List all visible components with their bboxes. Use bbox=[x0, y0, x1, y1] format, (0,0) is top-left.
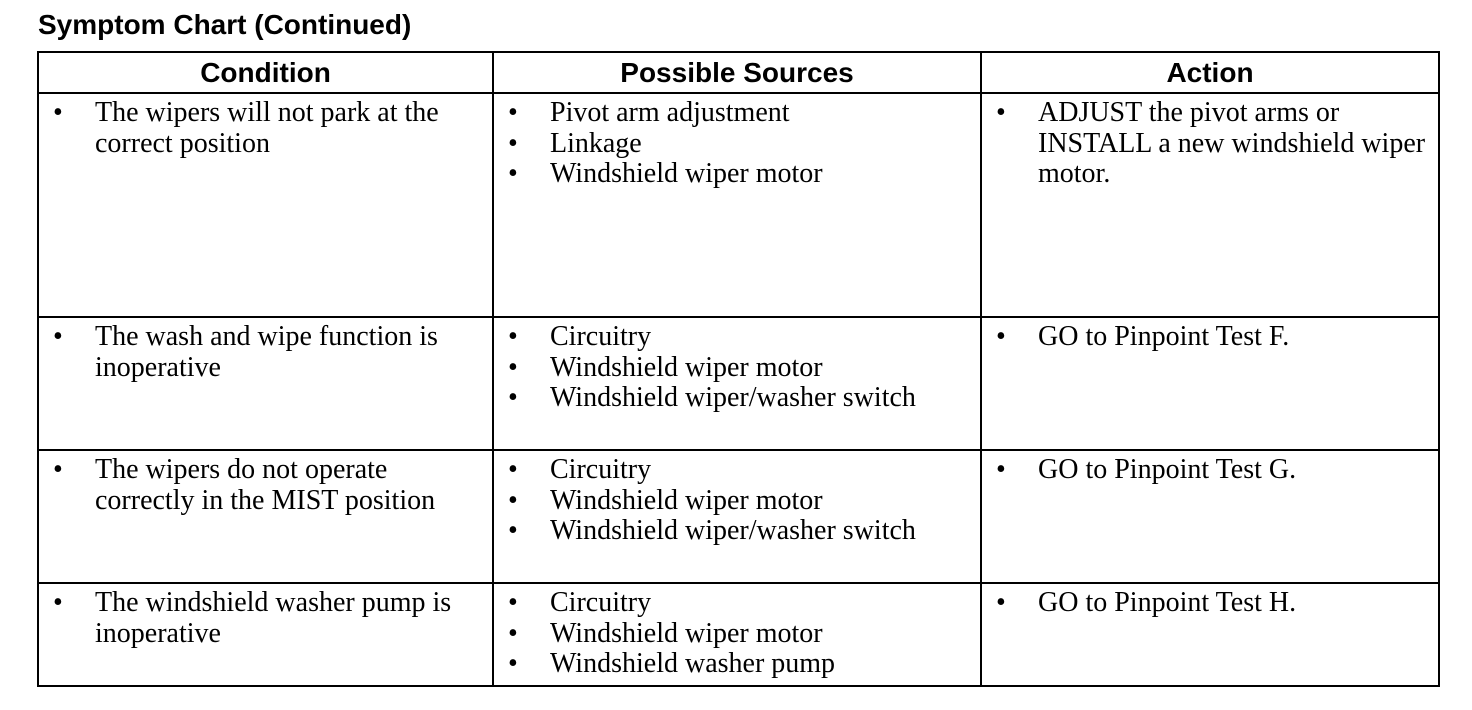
page-title: Symptom Chart (Continued) bbox=[38, 9, 412, 40]
action-cell: • GO to Pinpoint Test F. bbox=[980, 316, 1440, 451]
header-possible-sources: Possible Sources bbox=[492, 51, 982, 94]
list-item: • Windshield wiper motor bbox=[494, 617, 980, 650]
source-text: Windshield wiper motor bbox=[550, 484, 823, 516]
bullet: • bbox=[508, 382, 518, 413]
bullet: • bbox=[996, 97, 1006, 128]
bullet: • bbox=[508, 587, 518, 618]
bullet: • bbox=[508, 351, 518, 383]
bullet: • bbox=[508, 648, 518, 679]
source-text: Windshield wiper/washer switch bbox=[550, 382, 916, 413]
condition-text: The wash and wipe function is inoperativ… bbox=[95, 321, 438, 383]
action-text: GO to Pinpoint Test H. bbox=[1038, 587, 1297, 618]
condition-cell: • The wipers will not park at the correct… bbox=[37, 92, 494, 318]
bullet: • bbox=[508, 515, 518, 546]
bullet: • bbox=[53, 321, 63, 352]
condition-cell: • The wipers do not operate correctly in … bbox=[37, 449, 494, 584]
source-text: Windshield wiper motor bbox=[550, 351, 823, 383]
list-item: • Windshield wiper motor bbox=[494, 484, 980, 517]
source-text: Windshield wiper motor bbox=[550, 158, 823, 189]
source-text: Windshield wiper motor bbox=[550, 617, 823, 649]
condition-list: • The wipers do not operate correctly in … bbox=[39, 451, 492, 516]
list-item: • Windshield washer pump bbox=[494, 648, 980, 680]
sources-cell: • Circuitry • Windshield wiper motor • Wind… bbox=[492, 582, 982, 687]
action-cell: • GO to Pinpoint Test G. bbox=[980, 449, 1440, 584]
condition-text: The windshield washer pump is inoperativ… bbox=[95, 587, 452, 649]
table-row: • The wipers will not park at the correct… bbox=[37, 92, 1440, 318]
sources-list: • Circuitry • Windshield wiper motor • Wind… bbox=[494, 318, 980, 414]
sources-list: • Pivot arm adjustment • Linkage • Windshie… bbox=[494, 94, 980, 190]
action-cell: • ADJUST the pivot arms or INSTALL a new … bbox=[980, 92, 1440, 318]
list-item: • GO to Pinpoint Test G. bbox=[982, 454, 1438, 486]
sources-cell: • Circuitry • Windshield wiper motor • Wind… bbox=[492, 449, 982, 584]
condition-text: The wipers will not park at the correct … bbox=[95, 97, 439, 159]
source-text: Circuitry bbox=[550, 587, 652, 618]
action-list: • GO to Pinpoint Test G. bbox=[982, 451, 1438, 486]
condition-cell: • The windshield washer pump is inoperati… bbox=[37, 582, 494, 687]
header-action: Action bbox=[980, 51, 1440, 94]
condition-list: • The wash and wipe function is inoperati… bbox=[39, 318, 492, 383]
table-row: • The wash and wipe function is inoperati… bbox=[37, 316, 1440, 451]
bullet: • bbox=[508, 158, 518, 189]
action-list: • GO to Pinpoint Test H. bbox=[982, 584, 1438, 619]
sources-list: • Circuitry • Windshield wiper motor • Wind… bbox=[494, 584, 980, 680]
bullet: • bbox=[508, 127, 518, 159]
list-item: • GO to Pinpoint Test F. bbox=[982, 321, 1438, 353]
list-item: • Windshield wiper motor bbox=[494, 351, 980, 384]
list-item: • Circuitry bbox=[494, 454, 980, 486]
condition-list: • The wipers will not park at the correct… bbox=[39, 94, 492, 159]
source-text: Circuitry bbox=[550, 454, 652, 485]
source-text: Windshield washer pump bbox=[550, 648, 836, 679]
list-item: • The wipers will not park at the correct… bbox=[39, 97, 492, 159]
action-list: • ADJUST the pivot arms or INSTALL a new … bbox=[982, 94, 1438, 190]
bullet: • bbox=[508, 321, 518, 352]
source-text: Circuitry bbox=[550, 321, 652, 352]
action-text: GO to Pinpoint Test F. bbox=[1038, 321, 1290, 352]
bullet: • bbox=[996, 587, 1006, 618]
list-item: • Linkage bbox=[494, 127, 980, 160]
bullet: • bbox=[996, 321, 1006, 352]
symptom-chart-table: Condition Possible Sources Action • The w… bbox=[37, 51, 1440, 687]
condition-cell: • The wash and wipe function is inoperati… bbox=[37, 316, 494, 451]
list-item: • Circuitry bbox=[494, 321, 980, 353]
bullet: • bbox=[53, 587, 63, 618]
condition-text: The wipers do not operate correctly in t… bbox=[95, 454, 436, 516]
list-item: • Windshield wiper/washer switch bbox=[494, 515, 980, 547]
sources-list: • Circuitry • Windshield wiper motor • Wind… bbox=[494, 451, 980, 547]
list-item: • The wipers do not operate correctly in … bbox=[39, 454, 492, 516]
table-row: • The windshield washer pump is inoperati… bbox=[37, 582, 1440, 687]
action-list: • GO to Pinpoint Test F. bbox=[982, 318, 1438, 353]
condition-list: • The windshield washer pump is inoperati… bbox=[39, 584, 492, 649]
source-text: Windshield wiper/washer switch bbox=[550, 515, 916, 546]
source-text: Linkage bbox=[550, 127, 642, 159]
table-row: • The wipers do not operate correctly in … bbox=[37, 449, 1440, 584]
action-text: ADJUST the pivot arms or INSTALL a new w… bbox=[1038, 97, 1426, 189]
action-cell: • GO to Pinpoint Test H. bbox=[980, 582, 1440, 687]
source-text: Pivot arm adjustment bbox=[550, 97, 790, 128]
list-item: • Windshield wiper motor bbox=[494, 158, 980, 190]
bullet: • bbox=[508, 97, 518, 128]
bullet: • bbox=[53, 97, 63, 128]
list-item: • Circuitry bbox=[494, 587, 980, 619]
list-item: • The wash and wipe function is inoperati… bbox=[39, 321, 492, 383]
list-item: • Windshield wiper/washer switch bbox=[494, 382, 980, 414]
bullet: • bbox=[508, 484, 518, 516]
bullet: • bbox=[508, 617, 518, 649]
action-text: GO to Pinpoint Test G. bbox=[1038, 454, 1297, 485]
table-header-row: Condition Possible Sources Action bbox=[37, 51, 1440, 94]
bullet: • bbox=[996, 454, 1006, 485]
sources-cell: • Circuitry • Windshield wiper motor • Wind… bbox=[492, 316, 982, 451]
bullet: • bbox=[53, 454, 63, 485]
list-item: • Pivot arm adjustment bbox=[494, 97, 980, 129]
bullet: • bbox=[508, 454, 518, 485]
sources-cell: • Pivot arm adjustment • Linkage • Windshie… bbox=[492, 92, 982, 318]
list-item: • The windshield washer pump is inoperati… bbox=[39, 587, 492, 649]
list-item: • GO to Pinpoint Test H. bbox=[982, 587, 1438, 619]
list-item: • ADJUST the pivot arms or INSTALL a new … bbox=[982, 97, 1438, 190]
header-condition: Condition bbox=[37, 51, 494, 94]
